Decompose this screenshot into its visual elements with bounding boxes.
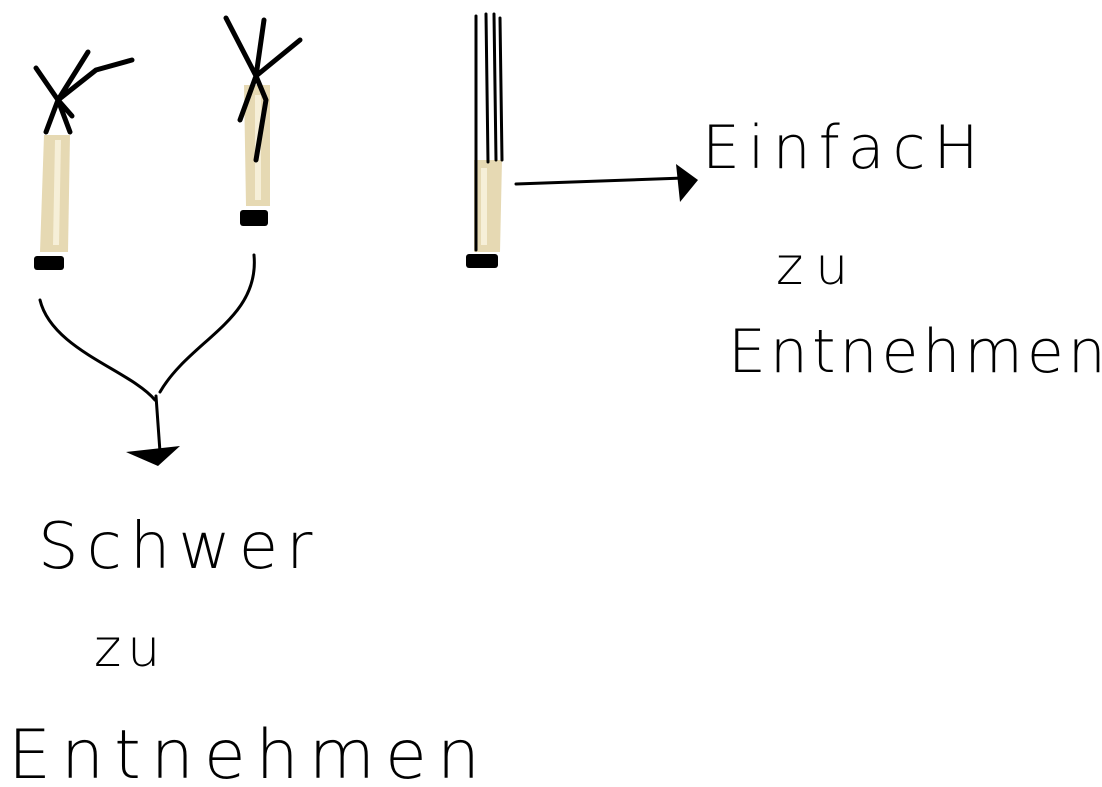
cigarette-middle-tip <box>240 210 268 226</box>
cigarette-right-tip <box>466 254 498 268</box>
label-right-line2: zu <box>776 237 860 297</box>
arrow-right-head <box>676 164 698 202</box>
label-bottom-line2: zu <box>94 619 166 679</box>
cigarette-middle <box>223 15 303 226</box>
cigarette-left <box>33 49 135 270</box>
label-right-line1: EinfacH <box>702 113 987 183</box>
converging-arrow-head <box>126 446 180 466</box>
cigarette-middle-bent-strands <box>223 15 303 163</box>
label-right-line3: Entnehmen <box>728 317 1102 387</box>
cigarette-right-body <box>474 160 502 252</box>
cigarette-right-straight-strands <box>474 12 504 252</box>
converging-arrow <box>38 253 256 466</box>
label-bottom-line1: Schwer <box>38 510 320 584</box>
arrow-right <box>514 164 698 202</box>
cigarette-left-tip <box>34 256 64 270</box>
label-bottom-line3: Entnehmen <box>8 716 490 787</box>
cigarette-left-highlight <box>53 139 61 246</box>
cigarette-right <box>466 12 504 268</box>
cigarette-left-bent-strands <box>33 49 135 135</box>
